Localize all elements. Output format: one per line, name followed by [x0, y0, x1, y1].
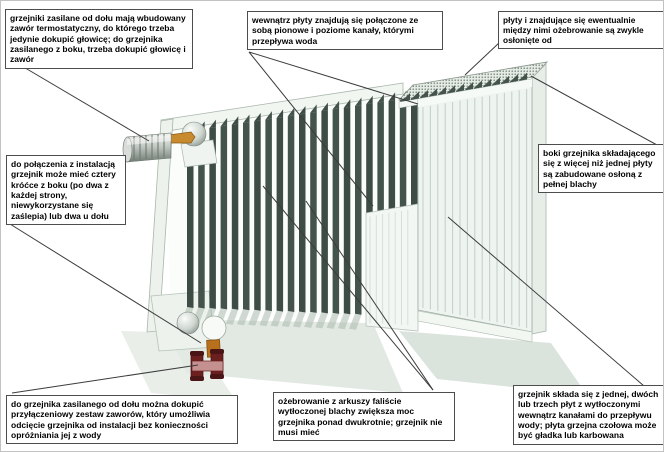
front-panel-grooves: [422, 88, 528, 328]
grille-fin-teeth: [401, 72, 527, 102]
thermostatic-valve: [122, 121, 218, 168]
bottom-rail: [417, 310, 533, 343]
connection-valve-block: [190, 349, 224, 381]
callout-top-right: płyty i znajdujące się ewentualnie międz…: [498, 11, 663, 50]
callout-top-middle: wewnątrz płyty znajdują się połączone ze…: [247, 11, 443, 51]
callout-right-middle: boki grzejnika składającego się z więcej…: [538, 144, 663, 194]
convector-fins: [181, 88, 418, 330]
middle-plate-grooves: [369, 209, 409, 326]
callout-bottom-middle: ożebrowanie z arkuszy faliście wytłoczon…: [273, 392, 455, 442]
leader-lines: [9, 41, 658, 394]
silver-ball-fitting: [176, 311, 200, 335]
right-side-panel: [531, 63, 547, 335]
callout-bottom-right: grzejnik składa się z jednej, dwóch lub …: [513, 385, 663, 445]
callout-bottom-left: do grzejnika zasilanego od dołu można do…: [6, 395, 238, 445]
callout-left-middle: do połączenia z instalacją grzejnik może…: [6, 155, 126, 226]
callout-top-left: grzejniki zasilane od dołu mają wbudowan…: [5, 9, 193, 69]
bottom-valve-set: [176, 311, 227, 381]
white-ball-fitting: [201, 315, 227, 341]
front-panel-top-strip: [418, 79, 532, 107]
middle-plate: [365, 203, 419, 332]
